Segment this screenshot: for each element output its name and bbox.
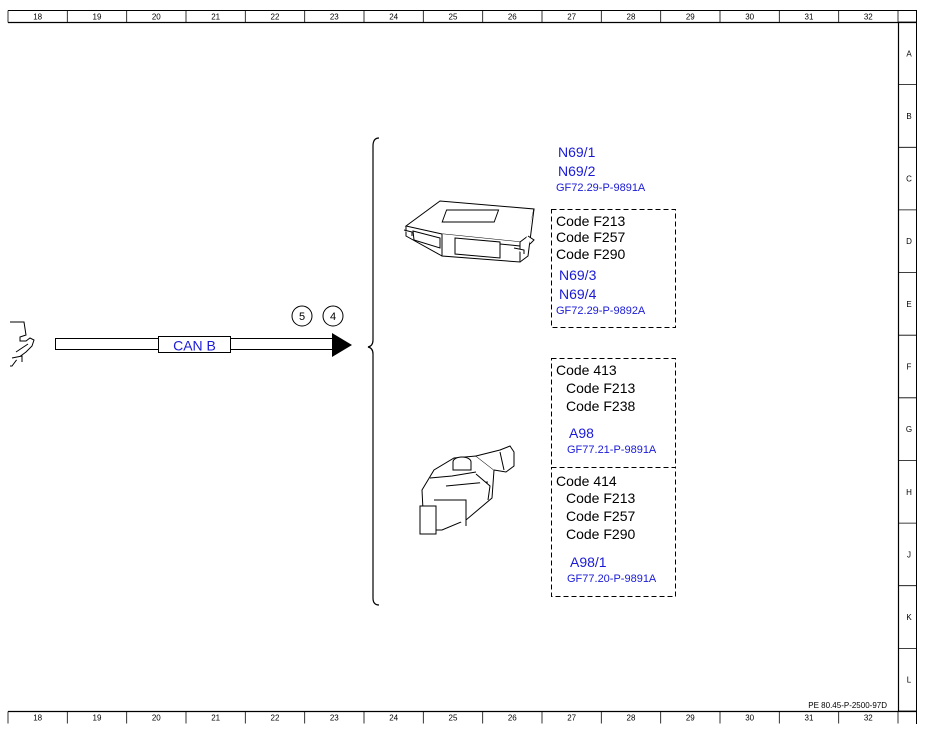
bottom-column-label: 22 (271, 714, 280, 723)
component-a98-1[interactable]: A98/1 (570, 554, 607, 570)
row-label: K (906, 613, 912, 622)
row-label: J (907, 550, 911, 559)
bottom-column-label: 25 (449, 714, 458, 723)
component-n69-1[interactable]: N69/1 (558, 144, 596, 160)
arrow-head-icon (332, 333, 352, 357)
component-n69-3[interactable]: N69/3 (559, 267, 597, 283)
row-label: E (906, 300, 911, 309)
row-label: H (906, 488, 912, 497)
diagram-frame (8, 10, 917, 724)
row-label: B (906, 112, 911, 121)
code-f238-a: Code F238 (566, 398, 635, 414)
top-column-label: 23 (330, 13, 339, 22)
lower-code-box-a (551, 358, 676, 468)
left-connector-icon (10, 321, 35, 367)
top-column-label: 19 (93, 13, 102, 22)
top-column-label: 18 (33, 13, 42, 22)
bottom-column-label: 26 (508, 714, 517, 723)
top-column-label: 30 (745, 13, 754, 22)
ref-link-a98[interactable]: GF77.21-P-9891A (567, 444, 657, 456)
bottom-column-label: 18 (33, 714, 42, 723)
component-n69-4[interactable]: N69/4 (559, 286, 597, 302)
bottom-column-label: 29 (686, 714, 695, 723)
column-ruler-top: 18 19 20 21 22 23 24 25 26 27 28 29 30 31 32 (7, 10, 917, 23)
connector-a98-icon (419, 445, 515, 535)
bottom-column-label: 31 (805, 714, 814, 723)
marker-4: 4 (322, 305, 344, 327)
bottom-column-label: 20 (152, 714, 161, 723)
code-f213-a: Code F213 (566, 380, 635, 396)
column-ruler-bottom: 18 19 20 21 22 23 24 25 26 27 28 29 30 31 32 (7, 711, 917, 724)
component-n69-2[interactable]: N69/2 (558, 163, 596, 179)
can-bus-line: CAN B (55, 333, 352, 357)
ref-link-a98-1[interactable]: GF77.20-P-9891A (567, 573, 657, 585)
top-column-label: 20 (152, 13, 161, 22)
bottom-column-label: 32 (864, 714, 873, 723)
top-column-label: 32 (864, 13, 873, 22)
code-f290-upper: Code F290 (556, 246, 625, 262)
top-column-label: 24 (389, 13, 398, 22)
component-a98[interactable]: A98 (569, 425, 594, 441)
document-reference: PE 80.45-P-2500-97D (808, 701, 887, 710)
row-label: A (906, 49, 912, 58)
lower-code-box-b (551, 467, 676, 597)
top-column-label: 27 (567, 13, 576, 22)
top-column-label: 31 (805, 13, 814, 22)
top-column-label: 28 (627, 13, 636, 22)
bottom-column-label: 19 (93, 714, 102, 723)
row-label: C (906, 175, 912, 184)
bottom-column-label: 24 (389, 714, 398, 723)
marker-5: 5 (291, 305, 313, 327)
code-f290-b: Code F290 (566, 526, 635, 542)
marker-4-label: 4 (330, 311, 336, 323)
bottom-column-label: 27 (567, 714, 576, 723)
code-f257-upper: Code F257 (556, 229, 625, 245)
code-f213-upper: Code F213 (556, 213, 625, 229)
row-label: F (907, 363, 912, 372)
top-column-label: 22 (271, 13, 280, 22)
top-column-label: 26 (508, 13, 517, 22)
row-label: G (906, 425, 912, 434)
row-label: D (906, 237, 912, 246)
bottom-column-label: 21 (211, 714, 220, 723)
code-f257-b: Code F257 (566, 508, 635, 524)
upper-code-box (551, 209, 676, 328)
code-f213-b: Code F213 (566, 490, 635, 506)
row-label: L (907, 676, 912, 685)
code-413: Code 413 (556, 362, 617, 378)
bottom-column-label: 23 (330, 714, 339, 723)
can-bus-label[interactable]: CAN B (173, 338, 216, 354)
can-label-box (158, 336, 231, 353)
top-column-label: 25 (449, 13, 458, 22)
group-brace (367, 137, 380, 606)
code-414: Code 414 (556, 473, 617, 489)
ref-link-upper-1[interactable]: GF72.29-P-9891A (556, 182, 646, 194)
ref-link-upper-2[interactable]: GF72.29-P-9892A (556, 305, 646, 317)
control-unit-icon (403, 200, 535, 263)
row-ruler-right: A B C D E F G H J K L (898, 21, 917, 712)
top-column-label: 21 (211, 13, 220, 22)
top-column-label: 29 (686, 13, 695, 22)
bottom-column-label: 30 (745, 714, 754, 723)
marker-5-label: 5 (299, 311, 305, 323)
bottom-column-label: 28 (627, 714, 636, 723)
